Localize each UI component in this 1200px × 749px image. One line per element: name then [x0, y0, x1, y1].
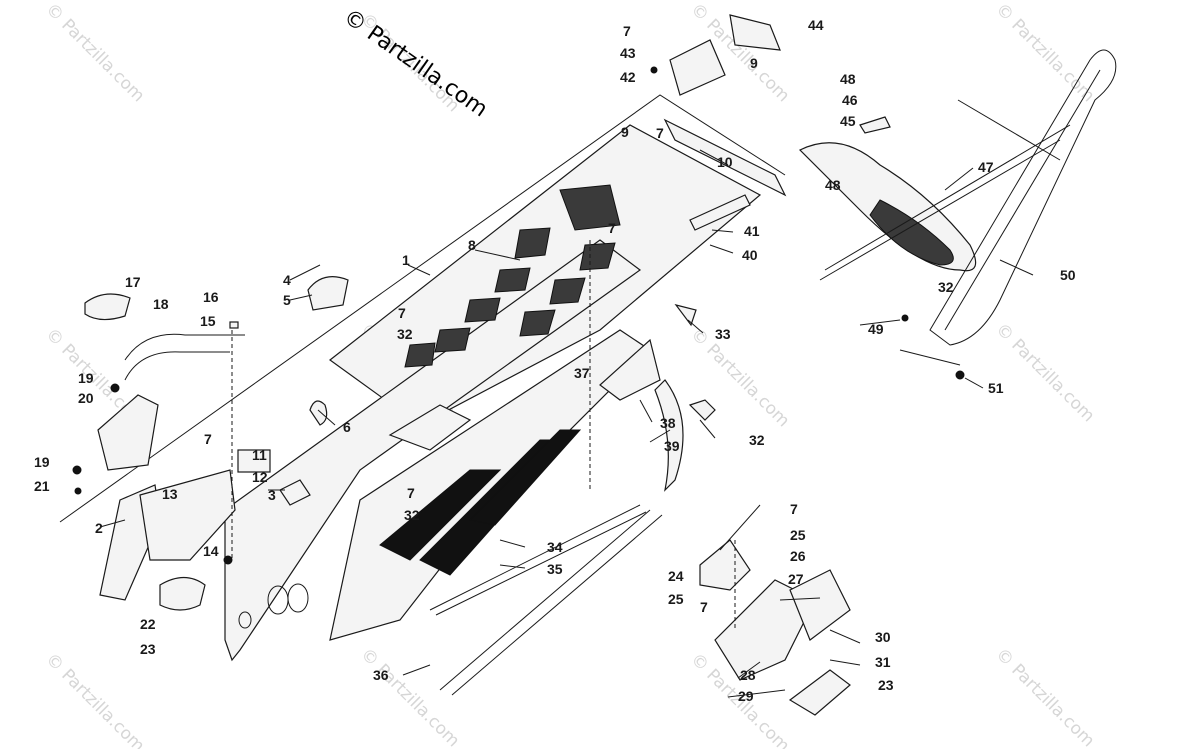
- callout-23: 23: [140, 641, 156, 657]
- callout-48: 48: [840, 71, 856, 87]
- callout-42: 42: [620, 69, 636, 85]
- callout-5: 5: [283, 292, 291, 308]
- callout-9: 9: [750, 55, 758, 71]
- snowflap-and-bumper: [798, 49, 1117, 380]
- callout-32: 32: [397, 326, 413, 342]
- callout-8: 8: [468, 237, 476, 253]
- callout-32: 32: [404, 507, 420, 523]
- callout-31: 31: [875, 654, 891, 670]
- callout-19: 19: [78, 370, 94, 386]
- callout-15: 15: [200, 313, 216, 329]
- callout-33: 33: [715, 326, 731, 342]
- callout-49: 49: [868, 321, 884, 337]
- callout-6: 6: [343, 419, 351, 435]
- callout-12: 12: [252, 469, 268, 485]
- callout-13: 13: [162, 486, 178, 502]
- copyright-text: © Partzilla.com: [339, 4, 492, 122]
- callout-48: 48: [825, 177, 841, 193]
- callout-26: 26: [790, 548, 806, 564]
- callout-46: 46: [842, 92, 858, 108]
- callout-16: 16: [203, 289, 219, 305]
- callout-39: 39: [664, 438, 680, 454]
- callout-1: 1: [402, 252, 410, 268]
- callout-17: 17: [125, 274, 141, 290]
- callout-40: 40: [742, 247, 758, 263]
- callout-14: 14: [203, 543, 219, 559]
- callout-7: 7: [700, 599, 708, 615]
- right-side-parts: [599, 194, 851, 716]
- callout-7: 7: [623, 23, 631, 39]
- callout-10: 10: [717, 154, 733, 170]
- watermark-text: © Partzilla.com: [991, 319, 1098, 426]
- callout-7: 7: [204, 431, 212, 447]
- callout-22: 22: [140, 616, 156, 632]
- callout-28: 28: [740, 667, 756, 683]
- callout-27: 27: [788, 571, 804, 587]
- watermark-text: © Partzilla.com: [41, 649, 148, 749]
- callout-43: 43: [620, 45, 636, 61]
- callout-50: 50: [1060, 267, 1076, 283]
- callout-7: 7: [790, 501, 798, 517]
- callout-layer: 1234567777777789910111213141516171819192…: [34, 17, 1076, 704]
- callout-38: 38: [660, 415, 676, 431]
- callout-32: 32: [938, 279, 954, 295]
- callout-9: 9: [621, 124, 629, 140]
- watermark-text: © Partzilla.com: [991, 0, 1098, 106]
- callout-51: 51: [988, 380, 1004, 396]
- watermark-text: © Partzilla.com: [41, 0, 148, 106]
- callout-3: 3: [268, 487, 276, 503]
- callout-7: 7: [398, 305, 406, 321]
- callout-7: 7: [608, 220, 616, 236]
- callout-29: 29: [738, 688, 754, 704]
- callout-44: 44: [808, 17, 824, 33]
- watermark-text: © Partzilla.com: [356, 644, 463, 749]
- callout-2: 2: [95, 520, 103, 536]
- callout-34: 34: [547, 539, 563, 555]
- callout-24: 24: [668, 568, 684, 584]
- callout-7: 7: [407, 485, 415, 501]
- callout-20: 20: [78, 390, 94, 406]
- front-left-parts: [72, 276, 472, 611]
- callout-19: 19: [34, 454, 50, 470]
- callout-30: 30: [875, 629, 891, 645]
- callout-47: 47: [978, 159, 994, 175]
- callout-7: 7: [656, 125, 664, 141]
- callout-25: 25: [790, 527, 806, 543]
- callout-21: 21: [34, 478, 50, 494]
- callout-18: 18: [153, 296, 169, 312]
- tunnel-assembly: [59, 94, 786, 696]
- callout-37: 37: [574, 365, 590, 381]
- callout-11: 11: [252, 447, 267, 463]
- callout-32: 32: [749, 432, 765, 448]
- callout-23: 23: [878, 677, 894, 693]
- callout-25: 25: [668, 591, 684, 607]
- watermark-text: © Partzilla.com: [991, 644, 1098, 749]
- callout-45: 45: [840, 113, 856, 129]
- callout-36: 36: [373, 667, 389, 683]
- callout-35: 35: [547, 561, 563, 577]
- callout-4: 4: [283, 272, 291, 288]
- callout-41: 41: [744, 223, 760, 239]
- leader-lines: [99, 149, 1034, 698]
- rear-flap-parts: [650, 14, 787, 197]
